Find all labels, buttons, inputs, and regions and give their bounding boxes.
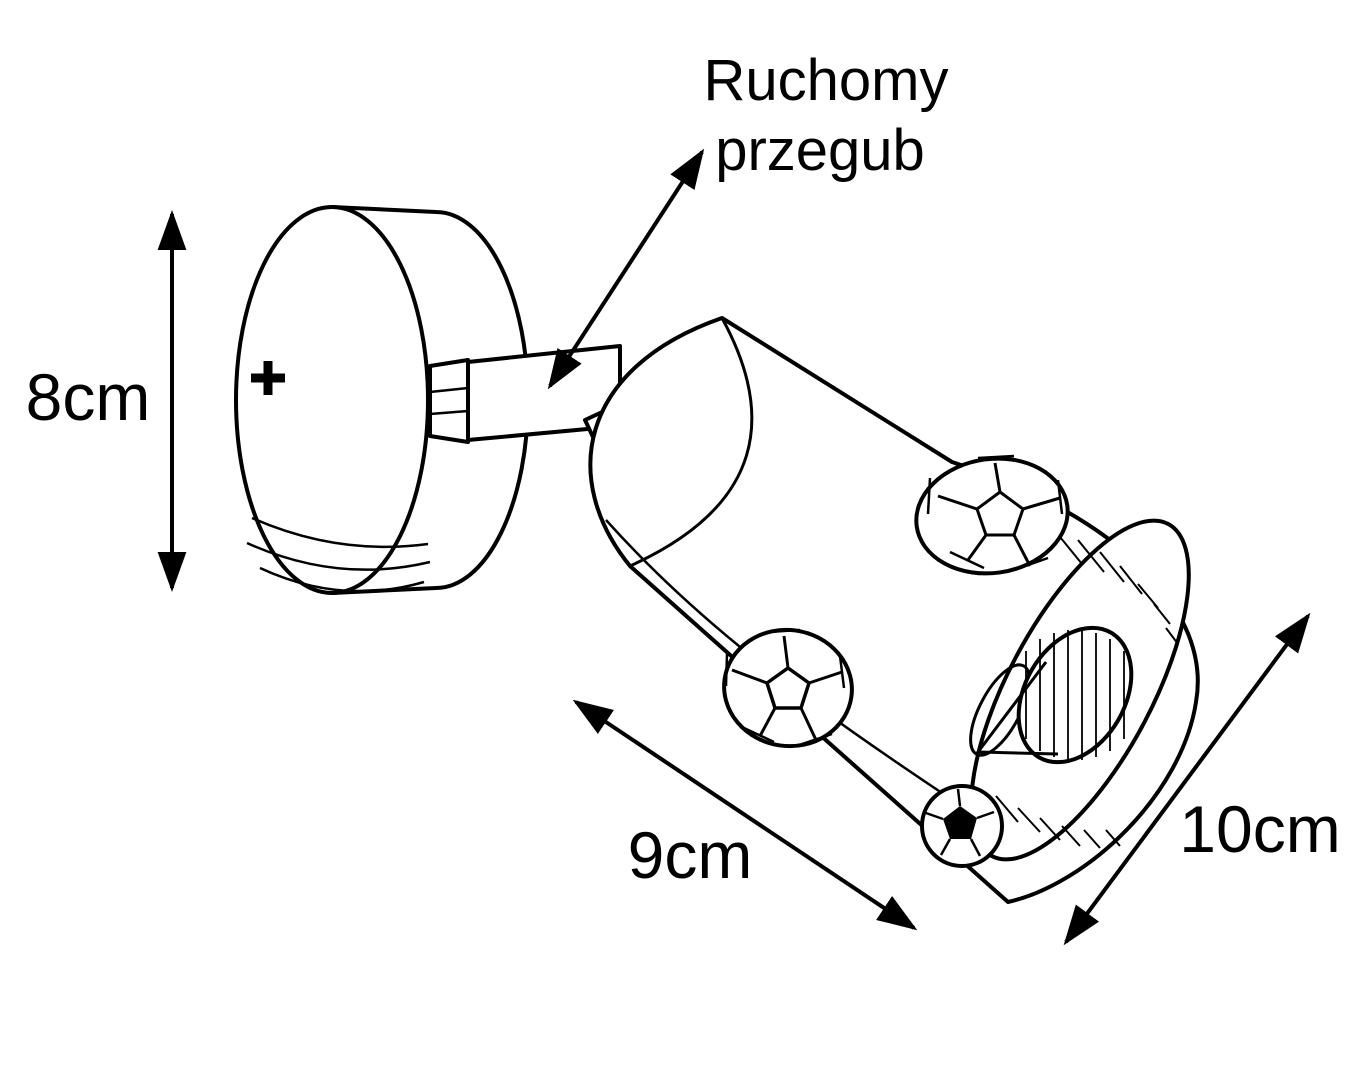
ball-seams — [925, 788, 995, 857]
dimension-arrow-9cm — [572, 699, 918, 931]
dimension-label-9cm: 9cm — [628, 818, 753, 892]
dimension-height: 8cm — [26, 210, 187, 592]
mounting-screw-icon — [251, 361, 285, 395]
ball-pentagon — [975, 490, 1025, 537]
dimension-arrow-10cm — [1063, 612, 1311, 946]
joint-label-line2: przegub — [715, 118, 925, 183]
ball-seams — [926, 454, 1064, 572]
shade-cap-seam — [629, 317, 754, 568]
dimension-label-8cm: 8cm — [26, 360, 151, 434]
joint-label-line1: Ruchomy — [704, 48, 949, 113]
soccer-ball-cutout-top — [914, 454, 1070, 576]
soccer-ball-cutout-bottom — [920, 784, 1004, 868]
joint-callout-arrow — [547, 148, 705, 390]
dimension-width: 9cm — [572, 699, 918, 931]
dimension-label-10cm: 10cm — [1179, 792, 1340, 866]
dimension-depth: 10cm — [1063, 612, 1341, 946]
arm-collar — [428, 358, 470, 444]
canopy-face — [234, 205, 430, 595]
canopy-detail-lines — [246, 516, 431, 593]
bulb-tip — [975, 661, 1059, 756]
ball-pentagon-filled — [943, 806, 977, 839]
joint-callout: Ruchomy przegub — [547, 48, 949, 390]
